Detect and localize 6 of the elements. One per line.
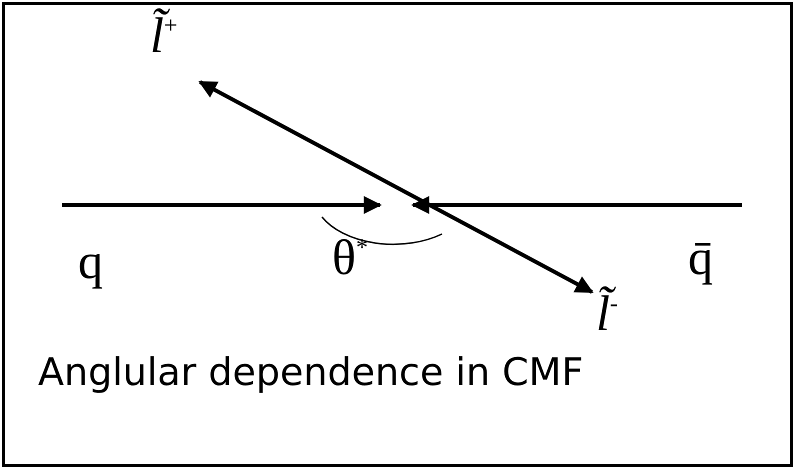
slepton-minus-label: l̃$^{-}$	[596, 288, 618, 338]
incoming-arrow	[62, 196, 382, 214]
outgoing-arrow	[198, 80, 594, 294]
incoming-arrow	[411, 196, 742, 214]
slepton-plus-label: l̃$^{+}$	[150, 10, 178, 60]
caption: Anglular dependence in CMF	[38, 350, 584, 394]
